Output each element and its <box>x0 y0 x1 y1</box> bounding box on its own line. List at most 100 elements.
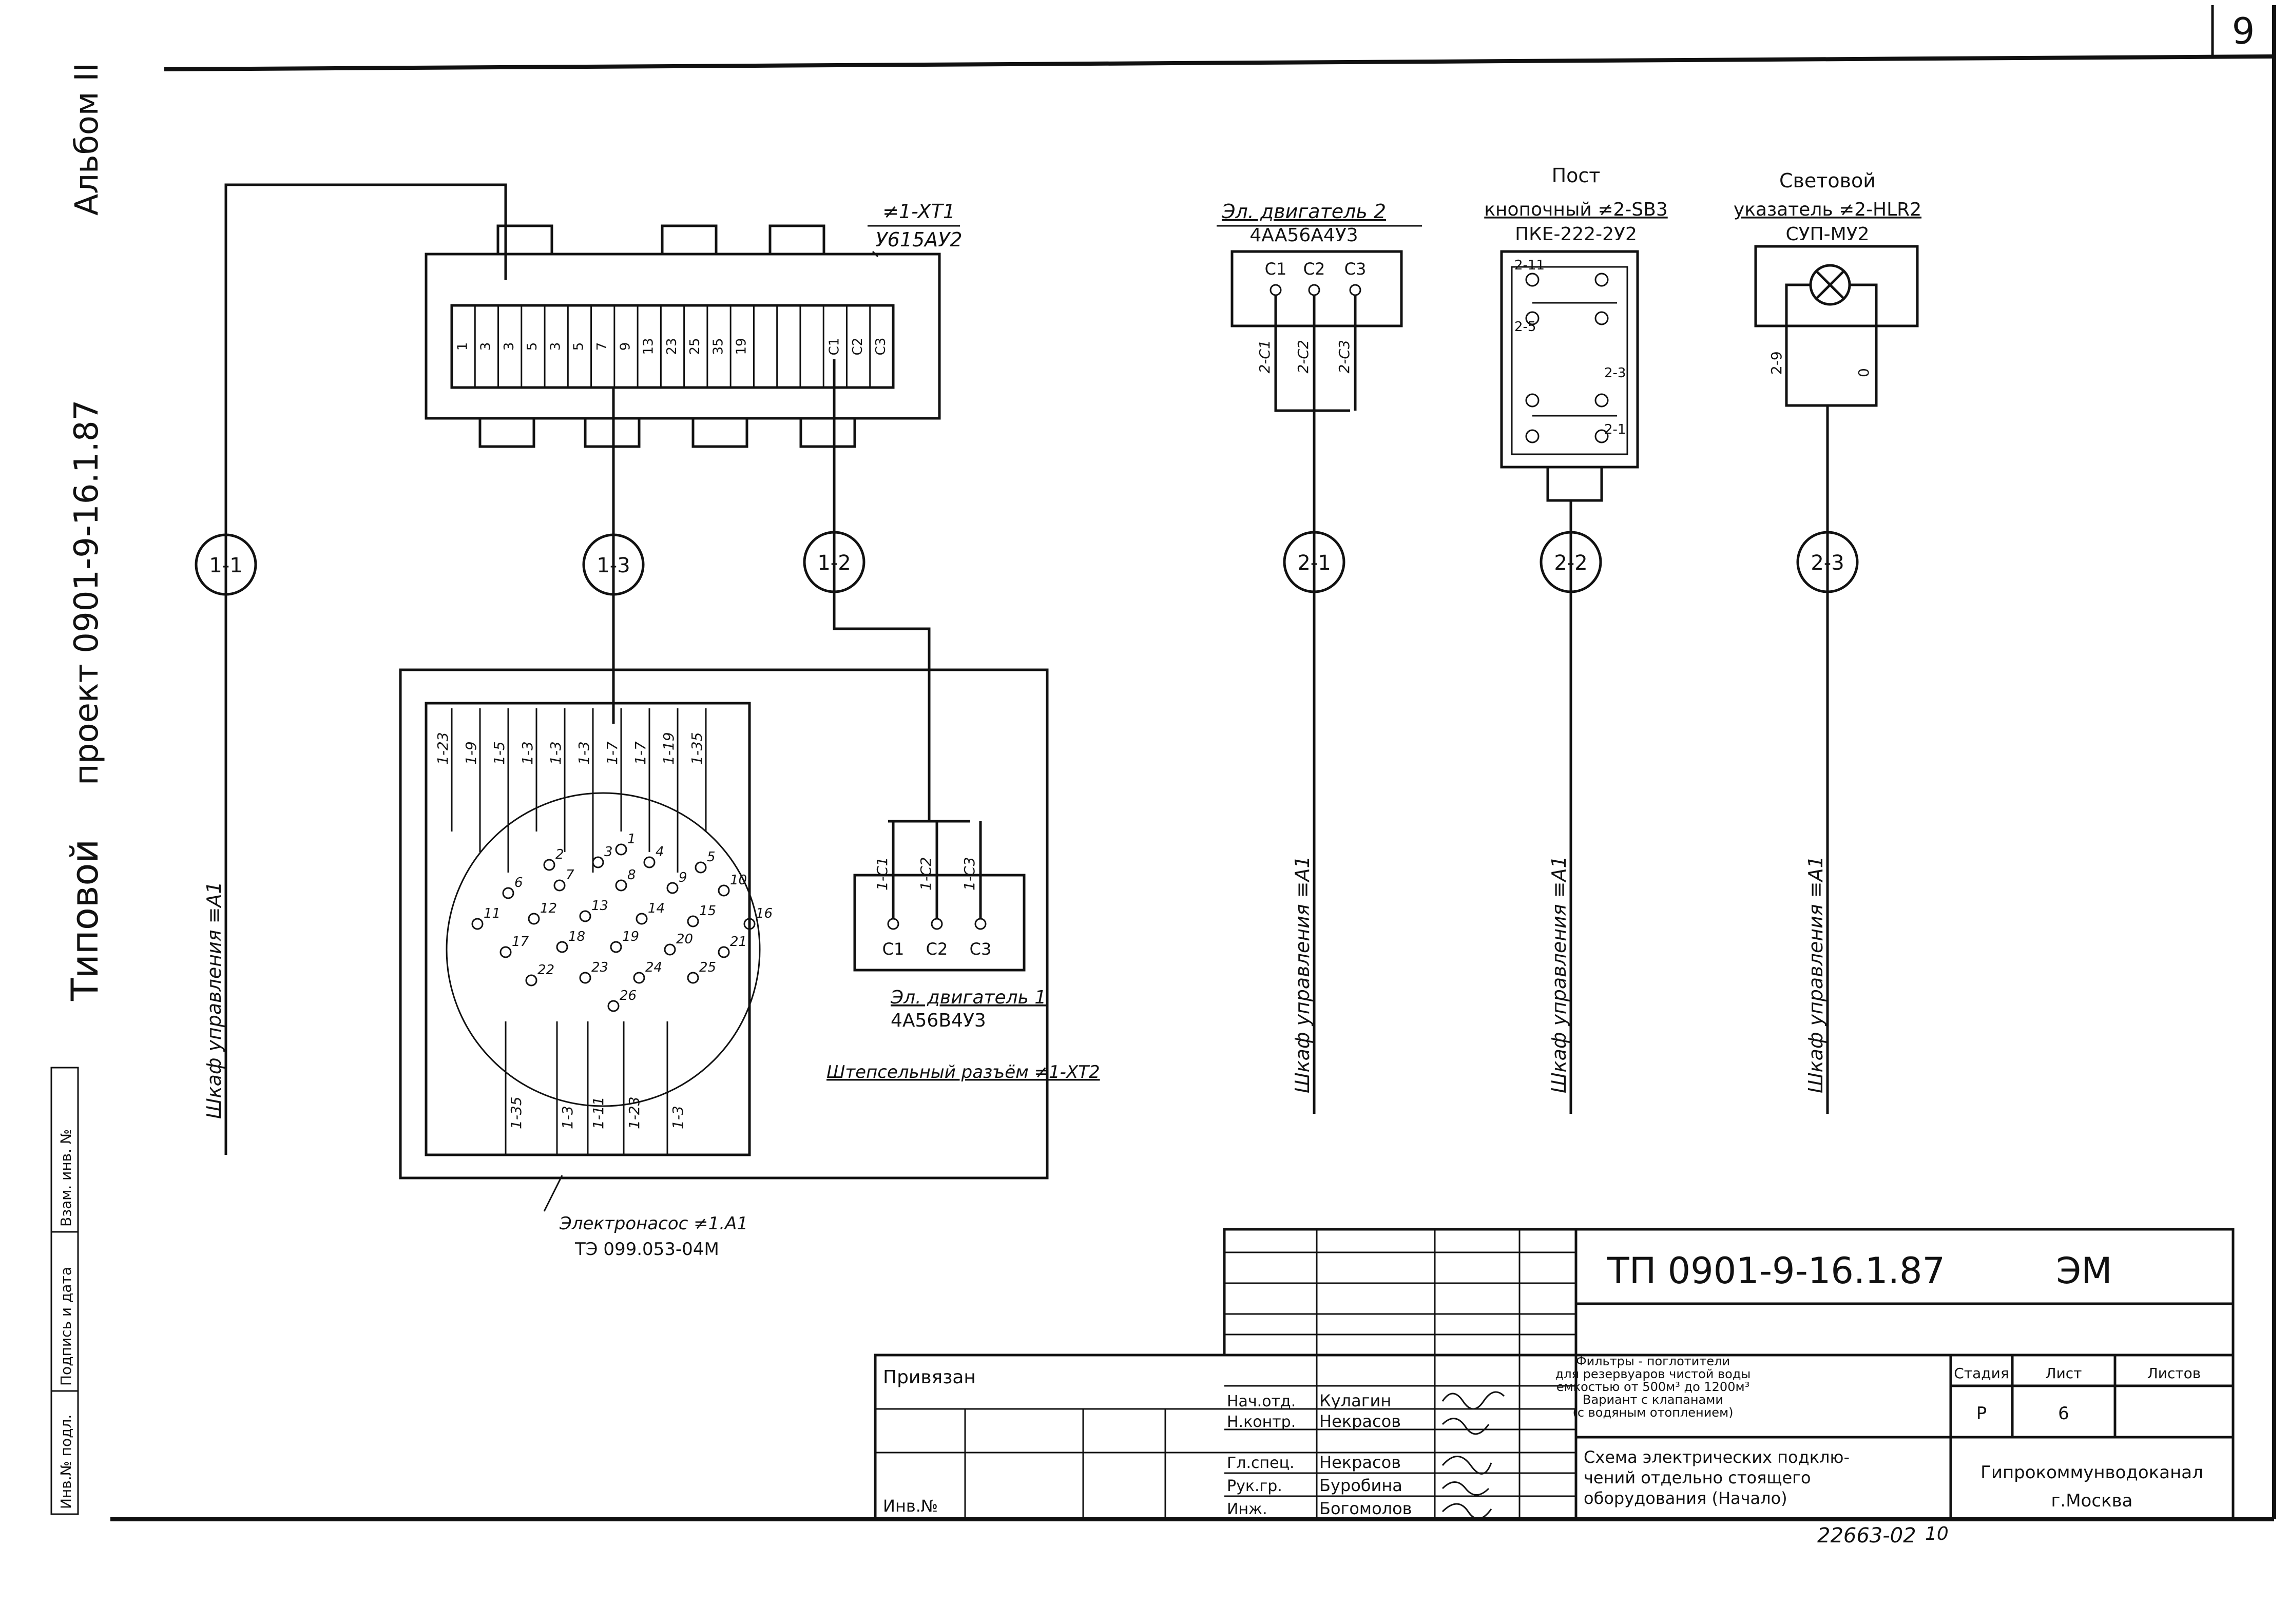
xt1-contact-label: 3 <box>502 342 517 351</box>
xt1-contact-label: 5 <box>571 342 587 351</box>
stage-header: Стадия <box>1954 1365 2009 1382</box>
stamp-label-replace: Взам. инв. № <box>57 1129 74 1227</box>
org-name: Гипрокоммунводоканал <box>1980 1462 2203 1483</box>
xt1-contact-label: 35 <box>710 338 726 355</box>
xt2-pin-label: 2 <box>555 847 564 862</box>
archive-sheet: 10 <box>1925 1523 1949 1544</box>
xt2-top-wire-label: 1-3 <box>547 741 564 765</box>
xt2-bottom-wire-label: 1-11 <box>590 1096 607 1129</box>
xt2-pin <box>502 887 514 899</box>
motor-terminal-label: C3 <box>970 939 992 959</box>
desc-2: емкостью от 500м³ до 1200м³ <box>1556 1380 1749 1394</box>
attached-label: Привязан <box>883 1367 976 1388</box>
sheet-title-2: оборудования (Начало) <box>1584 1488 1787 1508</box>
xt2-pin <box>615 843 627 856</box>
xt2-pin-label: 21 <box>730 934 747 950</box>
org-city: г.Москва <box>2051 1491 2133 1511</box>
motor-wire-label: 2-C2 <box>1295 340 1312 373</box>
motor-terminal-label: C3 <box>1344 259 1367 279</box>
title-block: ТП 0901-9-16.1.87 ЭМ Привязан Инв.№ Нач.… <box>874 1228 2235 1521</box>
motor-terminal <box>931 918 943 930</box>
sheets-header: Листов <box>2147 1365 2201 1382</box>
circuit-1-3: 1-3 <box>597 554 630 577</box>
xt2-top-wire-label: 1-9 <box>463 741 479 765</box>
xt2-bottom-wire-label: 1-23 <box>626 1096 643 1129</box>
xt2-pin-label: 6 <box>514 875 523 891</box>
name-4: Богомолов <box>1319 1499 1412 1518</box>
xt2-pin <box>643 856 656 868</box>
motor-terminal-label: C1 <box>882 939 905 959</box>
xt2-pin <box>528 913 540 925</box>
xt2-pin <box>579 972 591 984</box>
xt2-pin <box>687 915 699 927</box>
circuit-2-2: 2-2 <box>1554 551 1587 575</box>
stamp-label-sign: Подпись и дата <box>57 1267 74 1386</box>
cabinet-label-2-1: Шкаф управления ≡A1 <box>1291 856 1314 1093</box>
archive-number: 22663-02 <box>1817 1524 1916 1548</box>
xt2-pin-label: 19 <box>622 929 639 944</box>
project-code: проект 0901-9-16.1.87 <box>68 400 106 785</box>
xt2-pin <box>471 918 484 930</box>
post-mark-3: 2-3 <box>1604 365 1626 381</box>
post-mark-4: 2-1 <box>1604 422 1626 437</box>
xt2-pin-label: 23 <box>591 960 608 975</box>
xt1-contact-label: 25 <box>687 338 703 355</box>
xt2-pin <box>695 861 707 874</box>
xt2-pin-label: 15 <box>699 903 716 919</box>
sheet-title-1: чений отдельно стоящего <box>1584 1468 1811 1487</box>
post-title-2: кнопочный ≠2-SB3 <box>1484 199 1667 220</box>
name-0: Кулагин <box>1319 1391 1391 1410</box>
motor-terminal <box>1308 284 1320 296</box>
motor-wire-label: 2-C1 <box>1256 340 1273 373</box>
xt2-pin <box>553 879 566 892</box>
role-3: Рук.гр. <box>1227 1477 1282 1495</box>
motor-1-type: 4A56B4У3 <box>891 1010 986 1031</box>
name-3: Буробина <box>1319 1476 1402 1495</box>
motor-terminal-label: C2 <box>926 939 948 959</box>
connector-title: Штепсельный разъём ≠1-XT2 <box>826 1062 1100 1082</box>
xt2-pin-label: 18 <box>568 929 585 944</box>
xt2-pin <box>718 946 730 958</box>
xt1-contact-label: 3 <box>478 342 494 351</box>
xt1-contact-label: C3 <box>873 338 889 356</box>
xt2-pin-label: 5 <box>707 849 716 865</box>
xt1-contact-label: 19 <box>734 338 749 355</box>
xt2-pin-label: 20 <box>676 932 693 947</box>
sheet-number: 9 <box>2232 10 2255 52</box>
xt2-pin-label: 7 <box>566 867 574 883</box>
xt2-pin <box>607 1000 620 1012</box>
xt2-pin-label: 12 <box>540 901 557 916</box>
motor-1-title: Эл. двигатель 1 <box>890 987 1046 1008</box>
motor-2: Эл. двигатель 2 4AA56A4У3 C12-C1C22-C2C3… <box>1217 200 1422 1114</box>
xt2-pin <box>743 918 756 930</box>
circuit-1-1: 1-1 <box>209 554 242 577</box>
xt2-top-wire-label: 1-3 <box>575 741 592 765</box>
name-1: Некрасов <box>1319 1412 1401 1431</box>
xt2-pin-label: 26 <box>620 988 637 1003</box>
xt2-bottom-wire-label: 1-35 <box>508 1096 525 1129</box>
role-4: Инж. <box>1227 1500 1267 1518</box>
xt1-contact-label: 7 <box>594 342 610 351</box>
xt1-contact-label: C2 <box>850 338 865 356</box>
desc-0: Фильтры - поглотители <box>1576 1354 1730 1368</box>
xt2-top-wire-label: 1-3 <box>519 741 536 765</box>
post-mark-2: 2-5 <box>1514 319 1536 335</box>
xt1-ref: ≠1-XT1 <box>882 200 955 223</box>
xt2-top-wire-label: 1-7 <box>604 741 621 765</box>
xt2-pin <box>610 941 622 953</box>
xt2-pin <box>499 946 512 958</box>
xt2-pin-label: 22 <box>537 962 554 978</box>
xt2-pin-label: 17 <box>512 934 529 950</box>
motor-terminal-label: C2 <box>1303 259 1325 279</box>
xt2-pin <box>556 941 568 953</box>
xt2-pin-label: 11 <box>484 906 501 921</box>
circuit-2-3: 2-3 <box>1811 551 1844 575</box>
